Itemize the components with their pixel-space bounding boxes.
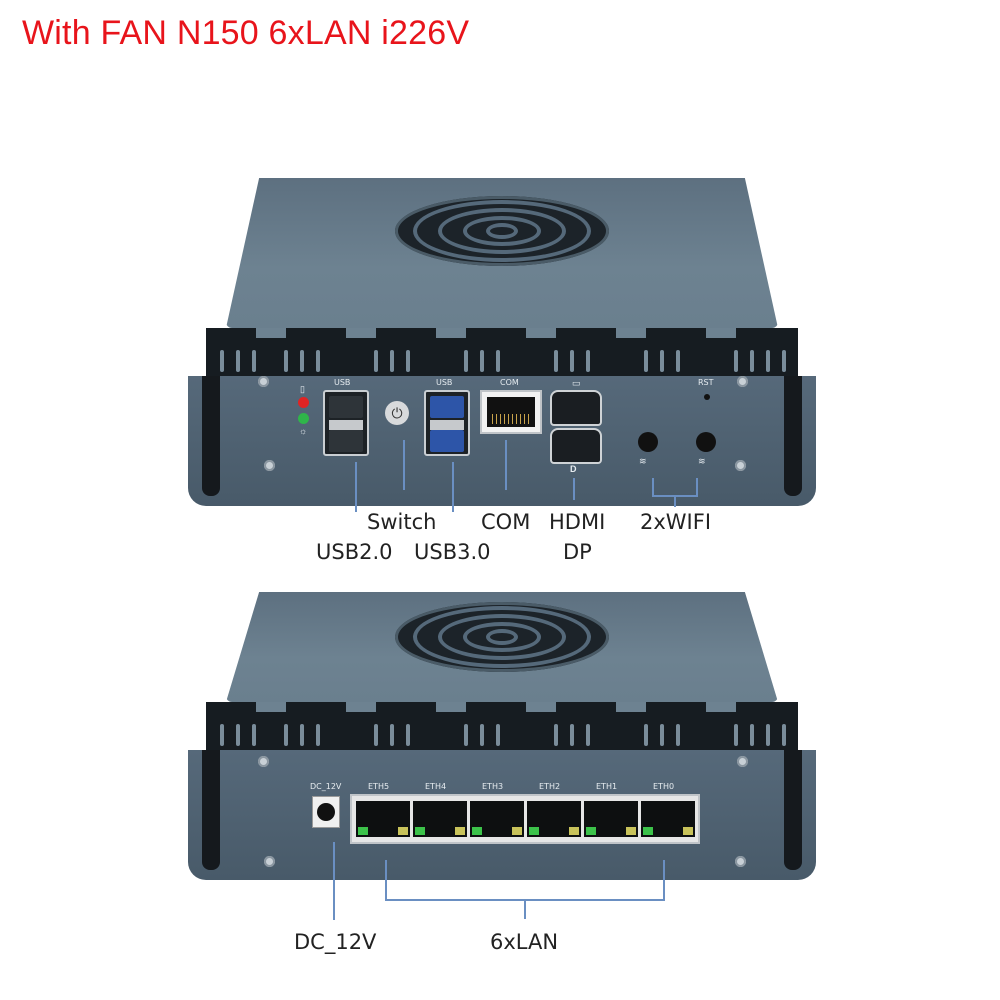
screw-icon <box>264 856 275 867</box>
reset-button[interactable] <box>704 394 710 400</box>
lan-port-eth2[interactable] <box>527 801 581 837</box>
callout-com: COM <box>481 510 531 534</box>
power-led <box>298 413 309 424</box>
wifi-antenna-2 <box>696 432 716 452</box>
com-port[interactable] <box>480 390 542 434</box>
eth-label: ETH3 <box>482 782 504 791</box>
fan-grille-icon <box>395 196 609 266</box>
hdmi-port[interactable] <box>550 390 602 426</box>
callout-usb3: USB3.0 <box>414 540 491 564</box>
screw-icon <box>264 460 275 471</box>
callout-wifi: 2xWIFI <box>640 510 712 534</box>
wifi-icon: ≋ <box>639 456 647 466</box>
hdd-led-icon: ▯ <box>300 384 305 394</box>
lan-port-eth5[interactable] <box>356 801 410 837</box>
eth-label: ETH2 <box>539 782 561 791</box>
displayport-port[interactable] <box>550 428 602 464</box>
com-port-label: COM <box>500 378 519 387</box>
usb3-port-label: USB <box>436 378 453 387</box>
screw-icon <box>735 856 746 867</box>
callout-dp: DP <box>563 540 592 564</box>
device-top-panel <box>226 178 778 328</box>
callout-switch: Switch <box>367 510 437 534</box>
device-front-view: ▯ ☼ USB ⏻ USB COM ▭ D ≋ RST ≋ <box>188 178 816 506</box>
lan-port-eth1[interactable] <box>584 801 638 837</box>
screw-icon <box>258 376 269 387</box>
dc-port-label: DC_12V <box>310 782 342 791</box>
heatsink-grille <box>206 328 798 376</box>
fan-grille-icon <box>395 602 609 672</box>
lan-port-eth4[interactable] <box>413 801 467 837</box>
rear-io-panel: DC_12V ETH5 ETH4 ETH3 ETH2 ETH1 ETH0 <box>188 750 816 880</box>
eth-label: ETH5 <box>368 782 390 791</box>
eth-label: ETH4 <box>425 782 447 791</box>
usb2-port-label: USB <box>334 378 351 387</box>
callout-usb2: USB2.0 <box>316 540 393 564</box>
screw-icon <box>258 756 269 767</box>
screw-icon <box>735 460 746 471</box>
usb3-port-stack[interactable] <box>424 390 470 456</box>
wifi-icon: ≋ <box>698 456 706 466</box>
screw-icon <box>737 756 748 767</box>
eth-label: ETH0 <box>653 782 675 791</box>
front-io-panel: ▯ ☼ USB ⏻ USB COM ▭ D ≋ RST ≋ <box>188 376 816 506</box>
device-rear-view: DC_12V ETH5 ETH4 ETH3 ETH2 ETH1 ETH0 <box>188 592 816 892</box>
wifi-antenna-1 <box>638 432 658 452</box>
dc-power-jack[interactable] <box>312 796 340 828</box>
device-top-panel <box>226 592 778 702</box>
page-title: With FAN N150 6xLAN i226V <box>22 14 470 52</box>
eth-label: ETH1 <box>596 782 618 791</box>
screw-icon <box>737 376 748 387</box>
lan-port-bank <box>350 794 700 844</box>
displayport-icon: D <box>570 464 577 474</box>
lan-port-eth0[interactable] <box>641 801 695 837</box>
callout-lan: 6xLAN <box>490 930 559 954</box>
hdmi-icon: ▭ <box>572 378 581 388</box>
power-led-icon: ☼ <box>299 426 308 436</box>
heatsink-grille <box>206 702 798 750</box>
lan-port-eth3[interactable] <box>470 801 524 837</box>
hdd-led <box>298 397 309 408</box>
reset-label: RST <box>698 378 714 387</box>
power-button-icon[interactable]: ⏻ <box>385 401 409 425</box>
callout-dc: DC_12V <box>294 930 377 954</box>
usb2-port-stack[interactable] <box>323 390 369 456</box>
callout-hdmi: HDMI <box>549 510 606 534</box>
